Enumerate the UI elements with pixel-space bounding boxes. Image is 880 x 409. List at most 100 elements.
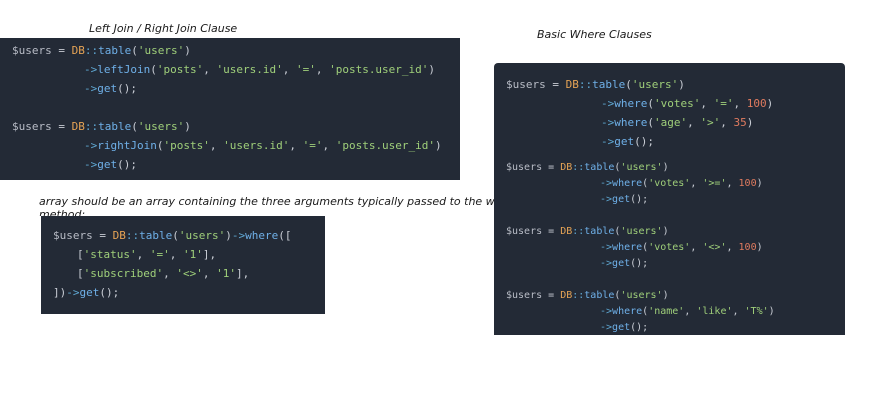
code-string: 'name' [648,306,685,317]
where-more-1-line-3: ->get(); [600,194,648,205]
code-fn: where [612,242,643,253]
array-where-line-3: ['subscribed', '<>', '1'], [77,267,249,280]
join-code-panel: $users = DB::table('users') ->leftJoin('… [0,38,460,180]
array-note-caption: array should be an array containing the … [39,195,520,208]
right-join-line-2: ->rightJoin('posts', 'users.id', '=', 'p… [84,139,442,152]
left-join-line-2: ->leftJoin('posts', 'users.id', '=', 'po… [84,63,435,76]
code-number: 100 [738,178,757,189]
code-punct: (); [630,258,649,269]
code-sep: :: [578,78,593,91]
code-class: DB [71,44,85,57]
code-punct: (); [117,82,137,95]
code-punct: , [209,139,224,152]
code-arrow: -> [600,258,613,269]
code-arrow: -> [84,158,98,171]
code-punct: (); [634,135,654,148]
code-fn: table [584,290,615,301]
code-punct: , [700,97,714,110]
code-string: 'users.id' [216,63,283,76]
array-note-caption-continued: method: [39,208,86,216]
code-punct: (); [630,322,649,333]
code-sep: :: [572,226,585,237]
code-sep: :: [572,290,585,301]
code-class: DB [565,78,579,91]
where-main-code-panel: $users = DB::table('users') ->where('vot… [494,63,845,161]
code-punct: ) [766,97,774,110]
code-punct: , [202,267,217,280]
code-punct: ) [225,229,232,242]
where-more-code-panel: $users = DB::table('users') ->where('vot… [494,153,845,335]
where-more-3-line-3: ->get(); [600,322,648,333]
code-string: 'users' [178,229,226,242]
array-where-line-1: $users = DB::table('users')->where([ [53,229,291,242]
code-eq: = [542,290,561,301]
code-arrow: -> [231,229,246,242]
code-string: 'users' [620,226,663,237]
code-punct: ( [614,226,621,237]
code-punct: ) [184,44,191,57]
code-string: 'users' [137,120,185,133]
code-string: '=' [302,139,323,152]
code-number: 100 [746,97,767,110]
code-punct: , [732,306,745,317]
code-punct: ( [131,44,138,57]
code-punct: , [322,139,336,152]
code-punct: ) [768,306,775,317]
code-string: 'users' [137,44,185,57]
code-var: $users [12,44,52,57]
code-string: 'posts' [156,63,204,76]
code-fn: get [97,158,118,171]
code-class: DB [560,226,573,237]
code-punct: (); [117,158,137,171]
join-caption: Left Join / Right Join Clause [89,22,238,35]
where-main-line-3: ->where('age', '>', 35) [601,116,753,129]
code-string: 'votes' [654,97,701,110]
code-fn: leftJoin [97,63,151,76]
code-punct: , [684,306,697,317]
code-string: 'users' [620,290,663,301]
code-arrow: -> [600,242,613,253]
code-fn: where [612,178,643,189]
code-punct: ( [614,162,621,173]
code-punct: ( [131,120,138,133]
code-var: $users [12,120,52,133]
code-string: 'subscribed' [83,267,164,280]
code-arrow: -> [600,306,613,317]
code-var: $users [53,229,93,242]
code-punct: , [282,63,296,76]
code-punct: , [726,178,739,189]
code-eq: = [542,162,561,173]
code-string: '>' [700,116,721,129]
array-where-line-4: ])->get(); [53,286,119,299]
code-class: DB [71,120,85,133]
code-punct: ], [202,248,217,261]
code-string: '<>' [176,267,203,280]
code-arrow: -> [601,135,615,148]
join-code: $users = DB::table('users') ->leftJoin('… [0,38,460,180]
code-punct: [ [77,267,84,280]
code-punct: ( [614,290,621,301]
code-string: 'T%' [744,306,769,317]
code-string: '<>' [702,242,727,253]
code-fn: where [614,97,648,110]
code-punct: (); [99,286,120,299]
code-string: '1' [182,248,203,261]
code-punct: ) [662,226,669,237]
code-arrow: -> [600,194,613,205]
code-fn: table [139,229,173,242]
array-where-code: $users = DB::table('users')->where([ ['s… [41,216,325,314]
code-arrow: -> [600,322,613,333]
code-fn: table [98,120,132,133]
code-punct: , [203,63,217,76]
code-fn: get [612,194,631,205]
code-punct: ) [756,178,763,189]
code-string: 'users.id' [223,139,290,152]
code-number: 35 [733,116,747,129]
code-sep: :: [125,229,140,242]
code-string: 'age' [654,116,688,129]
where-main-code: $users = DB::table('users') ->where('vot… [494,63,845,161]
code-class: DB [112,229,126,242]
where-more-3-line-2: ->where('name', 'like', 'T%') [600,306,775,317]
code-string: '=' [713,97,734,110]
code-punct: ([ [278,229,292,242]
